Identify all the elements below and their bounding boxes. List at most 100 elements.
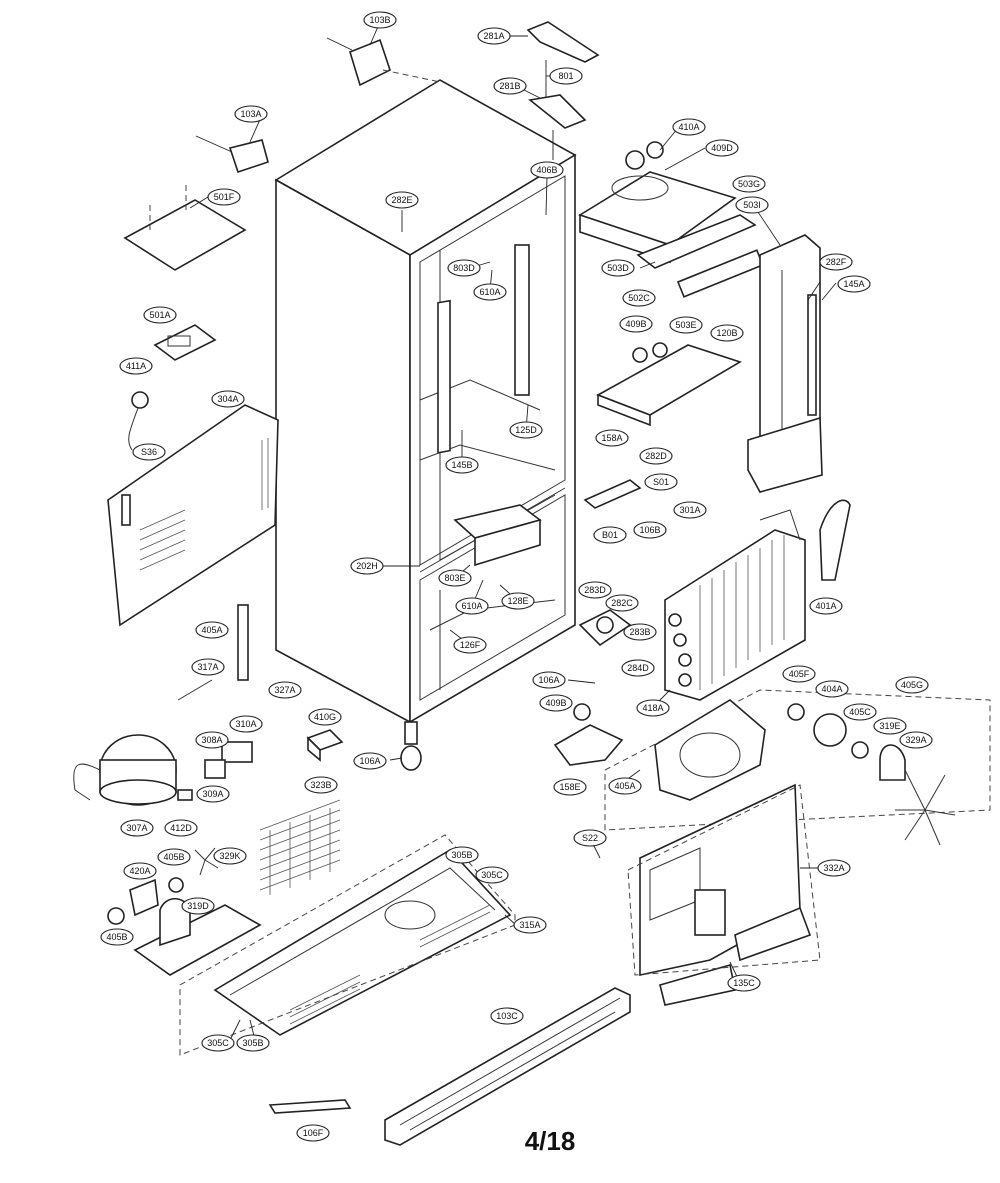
callout-283d: 283D (578, 581, 612, 599)
callout-410a: 410A (672, 118, 706, 136)
callout-309a: 309A (196, 785, 230, 803)
callout-128e: 128E (501, 592, 535, 610)
svg-text:126F: 126F (460, 640, 481, 650)
svg-text:106B: 106B (639, 525, 660, 535)
callout-106a-l: 106A (353, 752, 387, 770)
callout-405a-bot: 405A (608, 777, 642, 795)
callout-305b-bot: 305B (236, 1034, 270, 1052)
svg-text:103B: 103B (369, 15, 390, 25)
callout-319d: 319D (181, 897, 215, 915)
callout-406b: 406B (530, 161, 564, 179)
svg-text:405B: 405B (163, 852, 184, 862)
callouts: 103B 281A 801 281B 103A 410A 409D 406B 5… (100, 11, 933, 1142)
svg-text:411A: 411A (126, 361, 146, 371)
svg-text:410A: 410A (678, 122, 699, 132)
cover-501f (123, 185, 247, 271)
svg-text:283B: 283B (629, 627, 650, 637)
callout-329a: 329A (899, 731, 933, 749)
callout-405a-top: 405A (195, 621, 229, 639)
fan-housing-503g (578, 141, 737, 264)
callout-503g: 503G (732, 175, 766, 193)
callout-503d: 503D (601, 259, 635, 277)
callout-304a: 304A (211, 390, 245, 408)
callout-610a-top: 610A (473, 283, 507, 301)
svg-text:404A: 404A (821, 684, 842, 694)
svg-text:610A: 610A (461, 601, 482, 611)
base-grille-103c (384, 987, 631, 1146)
svg-text:158A: 158A (601, 433, 622, 443)
svg-text:332A: 332A (823, 863, 844, 873)
svg-text:145B: 145B (451, 460, 472, 470)
svg-text:329A: 329A (905, 735, 926, 745)
svg-text:B01: B01 (602, 530, 618, 540)
callout-135c: 135C (727, 974, 761, 992)
callout-327a: 327A (268, 681, 302, 699)
svg-text:103C: 103C (496, 1011, 518, 1021)
svg-text:803E: 803E (444, 573, 465, 583)
svg-text:305B: 305B (242, 1038, 263, 1048)
callout-106a-r: 106A (532, 671, 566, 689)
callout-404a: 404A (815, 680, 849, 698)
svg-text:S36: S36 (141, 447, 157, 457)
svg-text:409B: 409B (545, 698, 566, 708)
svg-text:410G: 410G (314, 712, 336, 722)
svg-text:284D: 284D (627, 663, 649, 673)
svg-text:106F: 106F (303, 1128, 324, 1138)
svg-text:305C: 305C (481, 870, 503, 880)
svg-text:503I: 503I (743, 200, 761, 210)
svg-text:409B: 409B (625, 319, 646, 329)
bracket-282d (583, 479, 642, 509)
heater-283d (578, 609, 632, 647)
callout-s36: S36 (132, 443, 166, 461)
callout-145b: 145B (445, 456, 479, 474)
callout-503i: 503I (735, 196, 769, 214)
svg-text:319D: 319D (187, 901, 209, 911)
evaporator-301a (664, 499, 851, 701)
svg-text:158E: 158E (559, 782, 580, 792)
callout-409b-top: 409B (619, 315, 653, 333)
svg-text:309A: 309A (202, 789, 223, 799)
svg-text:501F: 501F (214, 192, 235, 202)
svg-text:106A: 106A (538, 675, 559, 685)
callout-503e: 503E (669, 316, 703, 334)
duct-503i (747, 234, 823, 493)
svg-text:405A: 405A (614, 781, 635, 791)
hinge-cover-281a (526, 21, 600, 63)
svg-text:310A: 310A (235, 719, 256, 729)
callout-202h: 202H (350, 557, 384, 575)
svg-text:282D: 282D (645, 451, 667, 461)
callout-158a: 158A (595, 429, 629, 447)
callout-405b-bot: 405B (100, 928, 134, 946)
hinge-281b (528, 60, 587, 160)
callout-405b-top: 405B (157, 848, 191, 866)
svg-text:135C: 135C (733, 978, 755, 988)
svg-text:317A: 317A (197, 662, 218, 672)
cover-158a (596, 342, 742, 427)
svg-text:420A: 420A (129, 866, 150, 876)
sensor-411a (128, 391, 149, 451)
svg-text:503D: 503D (607, 263, 629, 273)
callout-b01: B01 (593, 526, 627, 544)
svg-text:301A: 301A (679, 505, 700, 515)
callout-158e: 158E (553, 778, 587, 796)
svg-text:202H: 202H (356, 561, 378, 571)
callout-103a: 103A (234, 105, 268, 123)
svg-text:401A: 401A (815, 601, 836, 611)
callout-120b: 120B (710, 324, 744, 342)
svg-text:610A: 610A (479, 287, 500, 297)
svg-text:323B: 323B (310, 780, 331, 790)
callout-323b: 323B (304, 776, 338, 794)
svg-text:106A: 106A (359, 756, 380, 766)
callout-803d: 803D (447, 259, 481, 277)
callout-315a: 315A (513, 916, 547, 934)
pcb-501a (153, 324, 217, 361)
compressor-307a (73, 734, 177, 806)
callout-103b: 103B (363, 11, 397, 29)
callout-305c-bot: 305C (201, 1034, 235, 1052)
callout-305c-top: 305C (475, 866, 509, 884)
page-number: 4/18 (524, 1126, 576, 1156)
svg-text:308A: 308A (201, 735, 222, 745)
svg-text:304A: 304A (217, 394, 238, 404)
callout-502c: 502C (622, 289, 656, 307)
